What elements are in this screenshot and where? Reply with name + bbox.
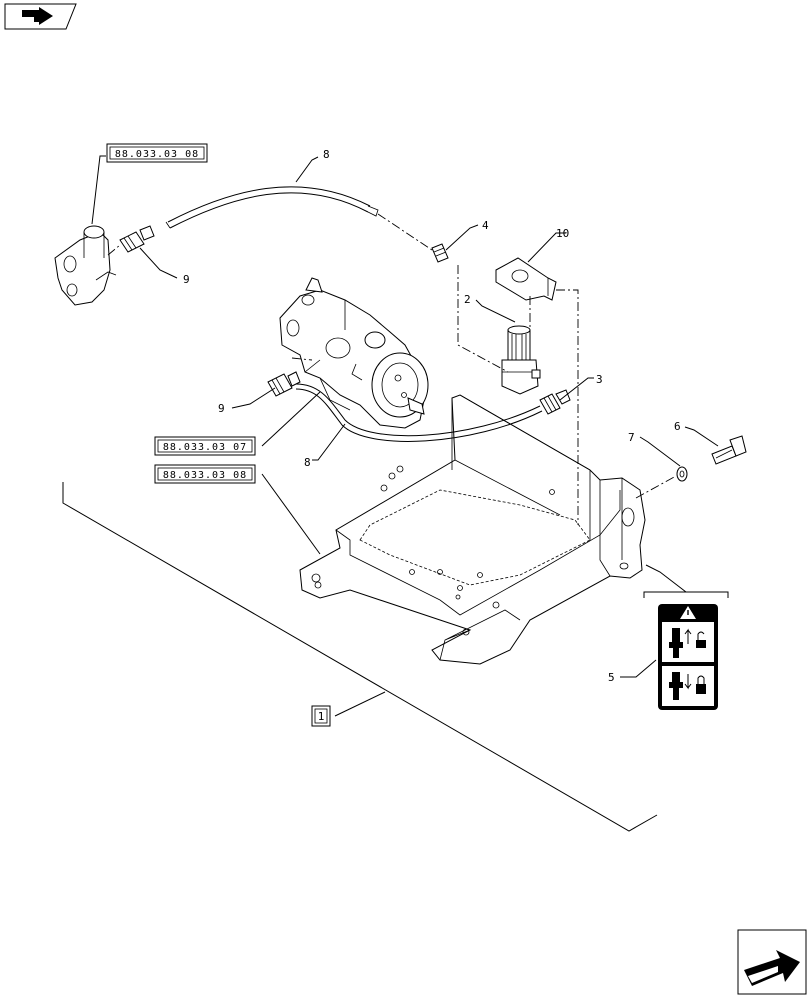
ref-label-low: 88.033.03 08 (163, 470, 247, 481)
fitting-3 (539, 389, 571, 415)
callout-8-top: 8 (323, 148, 330, 161)
callout-3: 3 (596, 373, 603, 386)
callout-7: 7 (628, 431, 635, 444)
ref-box-mid[interactable]: 88.033.03 07 (154, 436, 256, 456)
fitting-9-top (119, 225, 155, 253)
filter-2 (501, 325, 541, 395)
callout-10: 10 (556, 227, 569, 240)
fitting-9-mid (267, 371, 301, 397)
ref-label-top: 88.033.03 08 (115, 149, 199, 160)
washer-7 (676, 466, 688, 482)
callout-5: 5 (608, 671, 615, 684)
next-page-arrow-icon[interactable] (737, 929, 807, 995)
ref-box-1[interactable]: 1 (311, 705, 331, 727)
callout-9-top: 9 (183, 273, 190, 286)
hydraulic-pump (279, 277, 429, 429)
mounting-frame (299, 394, 646, 665)
callout-1: 1 (318, 710, 325, 723)
callout-8-mid: 8 (304, 456, 311, 469)
hose-8-top (165, 186, 379, 229)
bolt-6 (711, 435, 747, 465)
ref-box-low[interactable]: 88.033.03 08 (154, 464, 256, 484)
callout-9-mid: 9 (218, 402, 225, 415)
callout-2: 2 (464, 293, 471, 306)
valve-block (54, 225, 117, 306)
leader-lines (91, 155, 719, 717)
book-nav-icon[interactable] (4, 3, 77, 30)
alignment-lines (107, 213, 677, 525)
ref-box-top[interactable]: 88.033.03 08 (106, 143, 208, 163)
bracket-10 (495, 257, 557, 301)
callout-6: 6 (674, 420, 681, 433)
fitting-4 (431, 243, 449, 263)
ref-label-mid: 88.033.03 07 (163, 442, 247, 453)
assembly-outline (62, 482, 658, 832)
hose-8-mid (295, 383, 543, 442)
callout-4: 4 (482, 219, 489, 232)
decal-5 (643, 564, 729, 710)
